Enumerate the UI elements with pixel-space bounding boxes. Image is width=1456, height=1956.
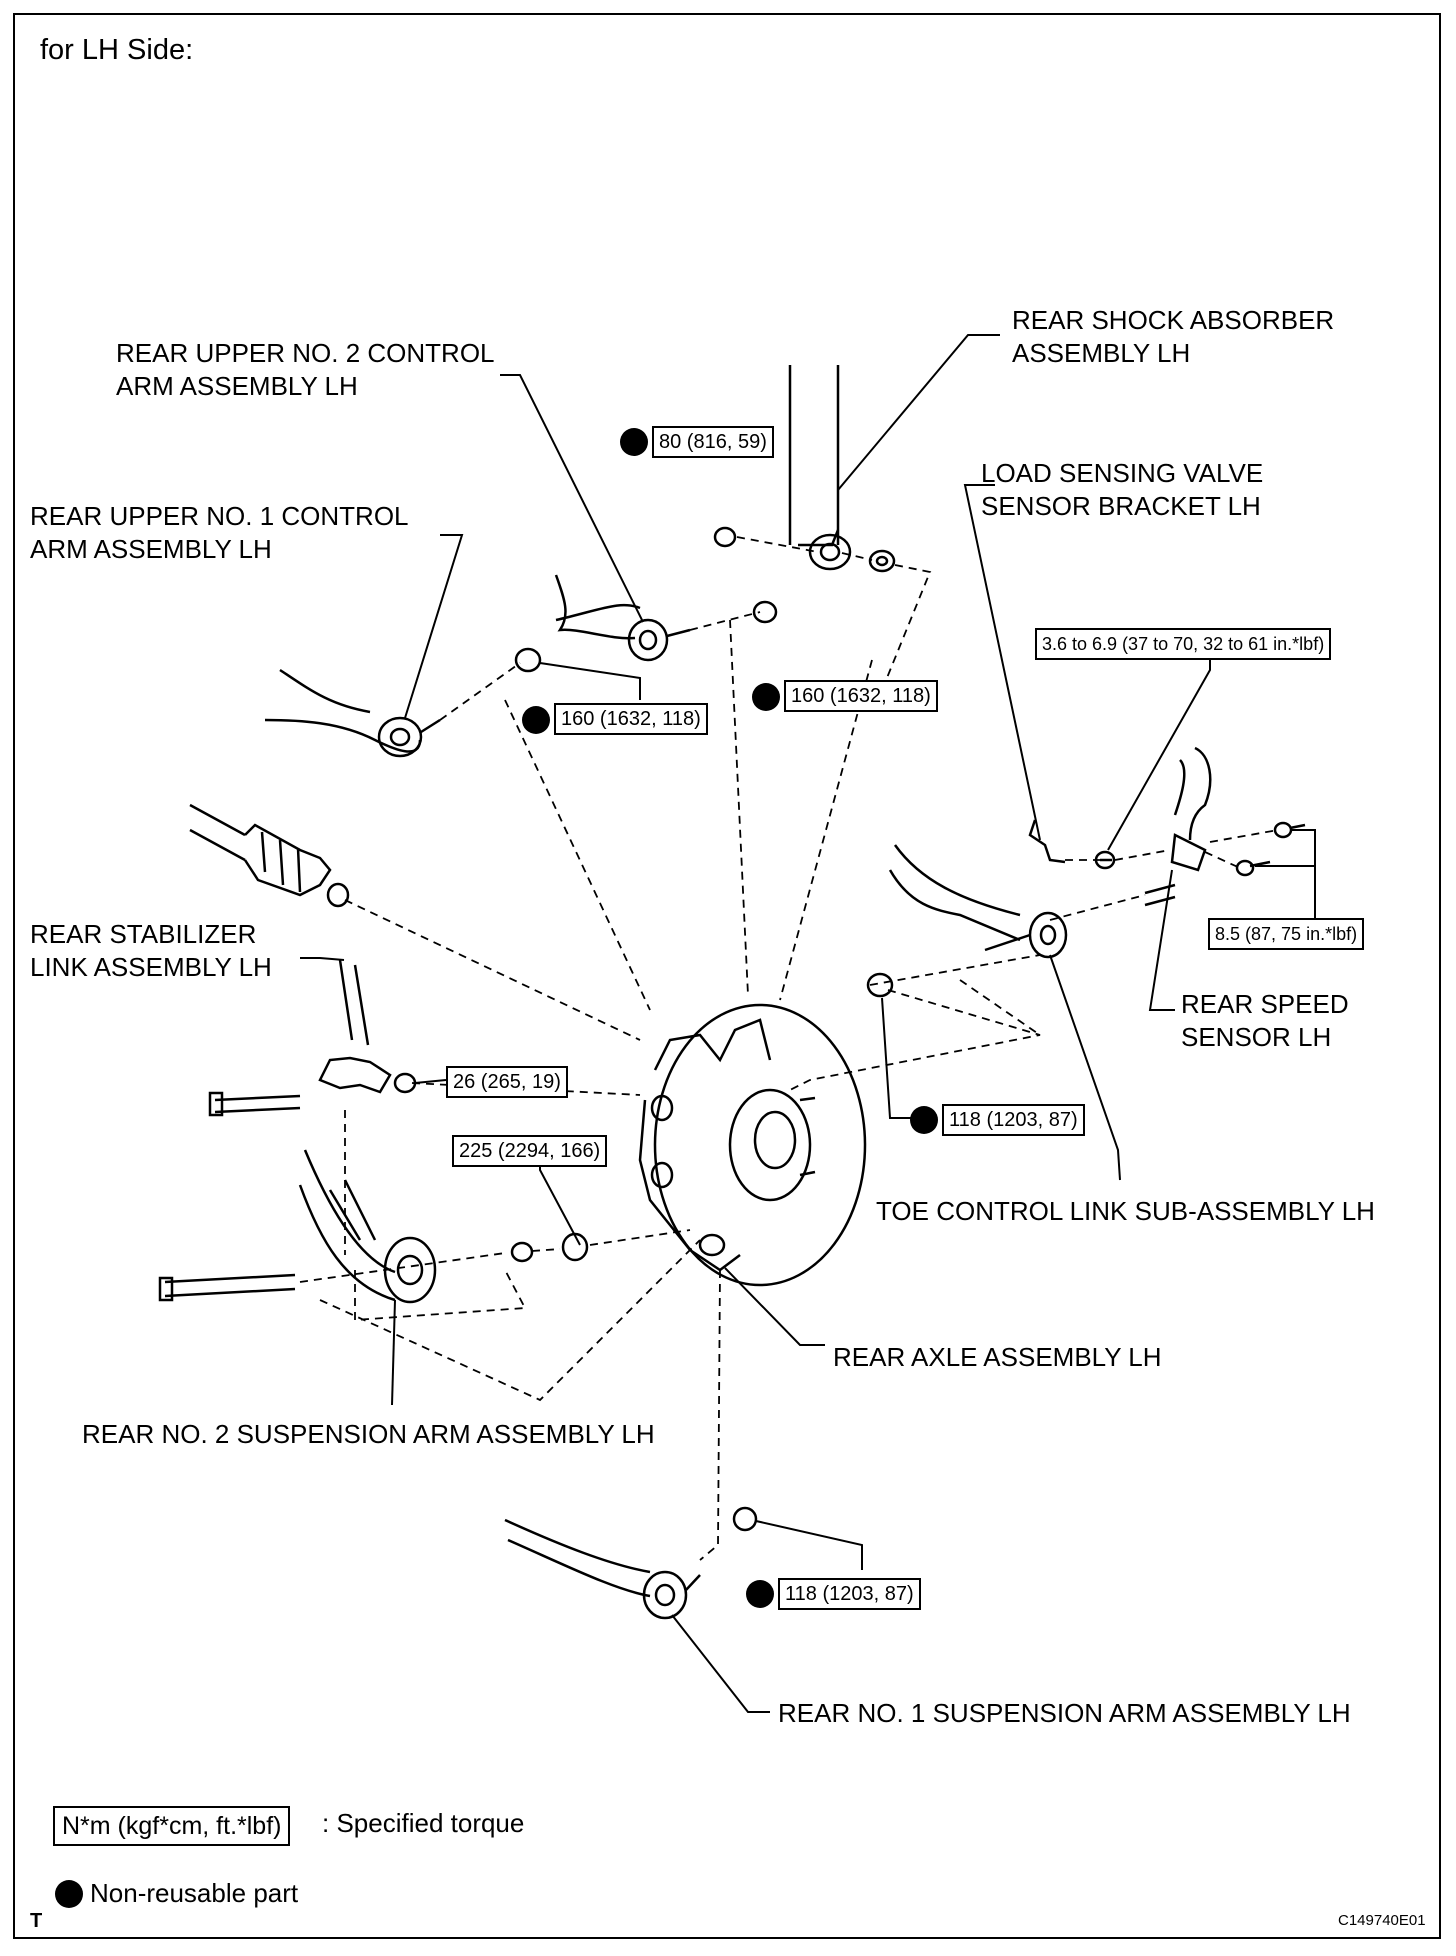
label-upper-no1-line1: REAR UPPER NO. 1 CONTROL [30, 501, 409, 531]
legend-nonreusable-dot [55, 1880, 83, 1908]
label-speed-sensor-line2: SENSOR LH [1181, 1022, 1332, 1052]
label-shock-absorber-line2: ASSEMBLY LH [1012, 338, 1191, 368]
label-stabilizer-line1: REAR STABILIZER [30, 919, 257, 949]
corner-mark: T [30, 1910, 43, 1932]
torque-speed-sensor-bolt: 8.5 (87, 75 in.*lbf) [1208, 918, 1365, 950]
torque-upper-no1-nut: 160 (1632, 118) [554, 703, 708, 735]
torque-toe-control-nut: 118 (1203, 87) [942, 1104, 1085, 1136]
nonreusable-dot [910, 1106, 938, 1134]
legend-torque-box: N*m (kgf*cm, ft.*lbf) [53, 1806, 291, 1846]
diagram-frame [13, 13, 1441, 1939]
toe-control-link-drawing [866, 844, 1068, 998]
rear-axle-drawing [638, 1003, 867, 1287]
torque-sensor-bracket-bolt: 3.6 to 6.9 (37 to 70, 32 to 61 in.*lbf) [1035, 628, 1332, 660]
label-upper-no2-line2: ARM ASSEMBLY LH [116, 371, 358, 401]
nonreusable-dot [752, 683, 780, 711]
label-no2-suspension-arm: REAR NO. 2 SUSPENSION ARM ASSEMBLY LH [82, 1419, 655, 1449]
nonreusable-dot [620, 428, 648, 456]
label-toe-control-link: TOE CONTROL LINK SUB-ASSEMBLY LH [876, 1196, 1375, 1226]
side-label: for LH Side: [40, 34, 194, 66]
label-stabilizer-line2: LINK ASSEMBLY LH [30, 952, 272, 982]
nonreusable-dot [746, 1580, 774, 1608]
torque-stabilizer-nut: 26 (265, 19) [446, 1066, 568, 1098]
label-load-sensing-line2: SENSOR BRACKET LH [981, 491, 1261, 521]
legend-torque-desc: : Specified torque [322, 1808, 525, 1838]
upper-no1-arm-drawing [264, 647, 542, 758]
label-no1-suspension-arm: REAR NO. 1 SUSPENSION ARM ASSEMBLY LH [778, 1698, 1351, 1728]
label-upper-no1-line2: ARM ASSEMBLY LH [30, 534, 272, 564]
no1-suspension-arm-drawing [504, 1506, 758, 1620]
shock-absorber-drawing [713, 365, 896, 624]
speed-sensor-drawing [1028, 746, 1306, 907]
torque-upper-no2-nut: 160 (1632, 118) [784, 680, 938, 712]
label-shock-absorber-line1: REAR SHOCK ABSORBER [1012, 305, 1335, 335]
label-speed-sensor-line1: REAR SPEED [1181, 989, 1349, 1019]
figure-code: C149740E01 [1338, 1912, 1426, 1929]
drive-shaft-drawing [189, 803, 350, 908]
no2-suspension-arm-drawing [158, 1149, 589, 1304]
stabilizer-link-drawing [208, 959, 417, 1117]
legend-nonreusable-text: Non-reusable part [90, 1878, 299, 1908]
torque-no1-arm-nut: 118 (1203, 87) [778, 1578, 921, 1610]
upper-no2-arm-drawing [554, 574, 691, 662]
torque-shock-nut: 80 (816, 59) [652, 426, 774, 458]
label-upper-no2-line1: REAR UPPER NO. 2 CONTROL [116, 338, 495, 368]
label-load-sensing-line1: LOAD SENSING VALVE [981, 458, 1264, 488]
nonreusable-dot [522, 706, 550, 734]
label-rear-axle: REAR AXLE ASSEMBLY LH [833, 1342, 1162, 1372]
torque-no2-arm-nut: 225 (2294, 166) [452, 1135, 608, 1167]
